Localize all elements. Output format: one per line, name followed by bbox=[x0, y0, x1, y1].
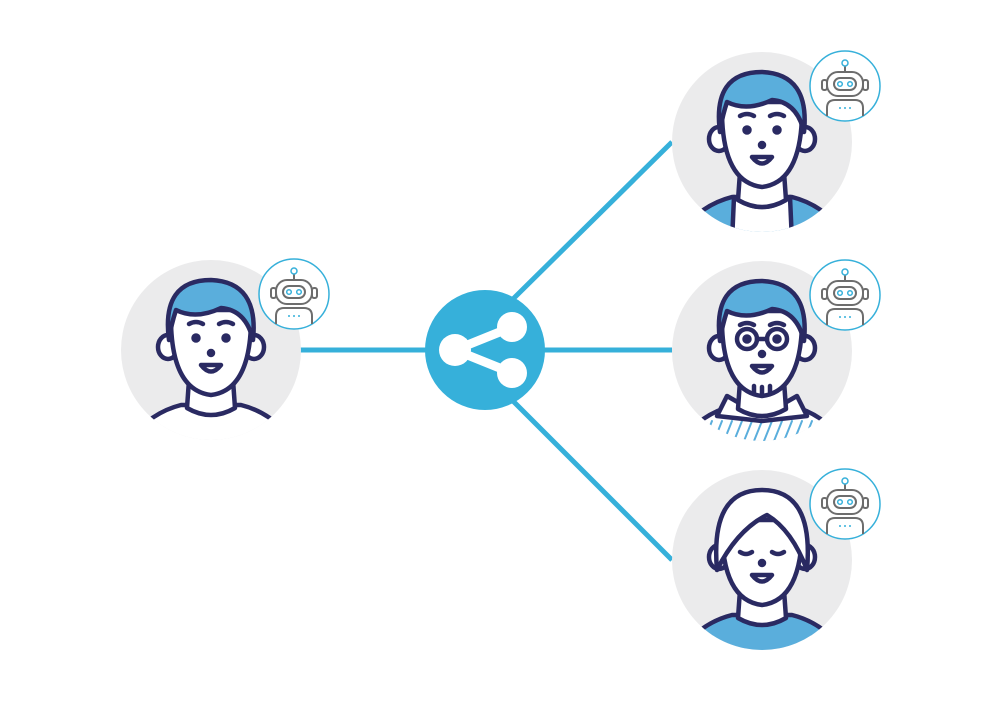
robot-icon bbox=[809, 50, 881, 122]
person-avatar-long-hair bbox=[672, 487, 852, 650]
robot-icon bbox=[809, 259, 881, 331]
recipient-avatar[interactable] bbox=[667, 259, 881, 461]
recipient-avatar[interactable] bbox=[667, 50, 881, 252]
person-avatar-glasses bbox=[672, 278, 852, 441]
share-hub[interactable] bbox=[425, 290, 545, 410]
connection-line bbox=[510, 398, 674, 562]
share-icon bbox=[439, 312, 527, 388]
connection-line bbox=[510, 140, 674, 302]
robot-icon bbox=[809, 468, 881, 540]
robot-icon bbox=[258, 258, 330, 330]
person-avatar bbox=[672, 69, 852, 232]
recipient-avatar[interactable] bbox=[667, 468, 881, 670]
sender-avatar[interactable] bbox=[116, 258, 330, 460]
person-avatar bbox=[121, 277, 301, 440]
